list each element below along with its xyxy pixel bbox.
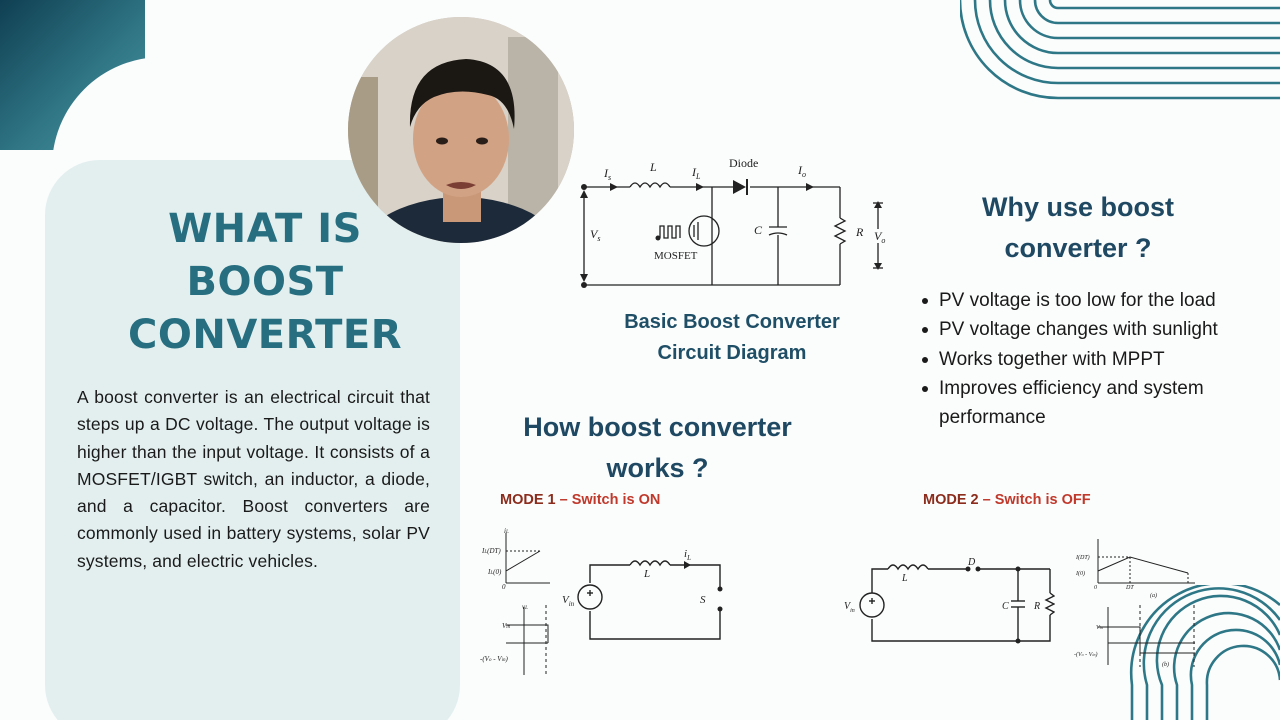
svg-text:L: L xyxy=(901,573,908,584)
left-panel xyxy=(45,160,460,720)
svg-text:Io: Io xyxy=(797,163,806,179)
list-item: PV voltage changes with sunlight xyxy=(918,315,1268,344)
circuit-caption: Basic Boost Converter Circuit Diagram xyxy=(602,307,862,369)
svg-text:Vs: Vs xyxy=(590,227,600,243)
svg-text:Vin: Vin xyxy=(844,601,855,614)
svg-text:C: C xyxy=(754,223,763,237)
why-heading-line-1: Why use boost xyxy=(981,192,1174,222)
title-line-3: CONVERTER xyxy=(127,312,403,358)
arc-decoration-top-right xyxy=(960,0,1280,100)
svg-text:vL: vL xyxy=(522,603,528,611)
svg-text:L: L xyxy=(643,568,650,580)
svg-text:IL: IL xyxy=(691,165,701,181)
presenter-video-circle xyxy=(348,17,574,243)
svg-text:iL: iL xyxy=(684,548,691,562)
list-item: Improves efficiency and system performan… xyxy=(918,374,1268,433)
mode1-waveform: iL IL(DT) IL(0) 0 vL Vin -(Vo - Vin) xyxy=(480,527,550,675)
diode-label: Diode xyxy=(729,156,758,170)
svg-text:(b): (b) xyxy=(1162,661,1169,668)
svg-text:0: 0 xyxy=(1094,585,1097,591)
reasons-list: PV voltage is too low for the load PV vo… xyxy=(918,286,1268,432)
svg-text:Vin: Vin xyxy=(502,622,511,630)
svg-text:L: L xyxy=(649,160,657,174)
svg-text:Vin: Vin xyxy=(1096,625,1103,631)
svg-text:(a): (a) xyxy=(1150,592,1157,599)
svg-text:iL: iL xyxy=(504,527,509,535)
svg-text:R: R xyxy=(855,225,864,239)
presenter-avatar xyxy=(348,17,574,243)
svg-text:C: C xyxy=(1002,601,1009,612)
svg-text:0: 0 xyxy=(502,583,506,591)
how-heading-line-1: How boost converter xyxy=(523,412,792,442)
svg-text:IL(DT): IL(DT) xyxy=(481,547,501,555)
svg-text:-(Vo - Vin): -(Vo - Vin) xyxy=(1074,651,1097,658)
mode2-waveform: I(DT) I(0) 0 DT (a) Vin -(Vo - Vin) (b) xyxy=(1074,539,1195,668)
main-title: WHAT IS BOOST CONVERTER xyxy=(50,203,480,362)
svg-text:S: S xyxy=(700,594,706,606)
how-heading: How boost converter works ? xyxy=(505,407,810,489)
title-line-1: WHAT IS xyxy=(168,206,362,252)
title-line-2: BOOST xyxy=(186,259,344,305)
basic-boost-circuit-diagram: Is L IL Io Vs C R Vo Diode MOSFET xyxy=(580,156,885,288)
svg-text:I(0): I(0) xyxy=(1075,570,1085,577)
mode2-circuit-diagram: Vin L D C R Vo + – xyxy=(844,557,1055,644)
description-paragraph: A boost converter is an electrical circu… xyxy=(77,387,430,571)
corner-decoration-top-left xyxy=(0,0,145,150)
mode2-label: MODE 2 – Switch is OFF xyxy=(923,492,1091,508)
svg-text:D: D xyxy=(967,557,976,568)
mosfet-label: MOSFET xyxy=(654,250,698,262)
why-heading: Why use boost converter ? xyxy=(948,187,1208,269)
how-heading-line-2: works ? xyxy=(606,453,709,483)
list-item: Works together with MPPT xyxy=(918,345,1268,374)
svg-text:I(DT): I(DT) xyxy=(1075,554,1090,561)
arc-decoration-bottom-right xyxy=(1129,585,1280,720)
caption-line-2: Circuit Diagram xyxy=(657,342,807,364)
svg-text:-(Vo - Vin): -(Vo - Vin) xyxy=(480,655,508,663)
list-item: PV voltage is too low for the load xyxy=(918,286,1268,315)
mode1-label: MODE 1 – Switch is ON xyxy=(500,492,661,508)
svg-text:R: R xyxy=(1033,601,1040,612)
svg-text:Is: Is xyxy=(603,166,611,182)
svg-text:Vo: Vo xyxy=(874,229,885,245)
why-heading-line-2: converter ? xyxy=(1004,233,1152,263)
mode1-circuit-diagram: Vin L iL S xyxy=(562,548,723,640)
svg-text:DT: DT xyxy=(1125,585,1134,591)
svg-text:Vin: Vin xyxy=(562,594,575,608)
caption-line-1: Basic Boost Converter xyxy=(624,311,840,333)
svg-text:IL(0): IL(0) xyxy=(487,568,502,576)
